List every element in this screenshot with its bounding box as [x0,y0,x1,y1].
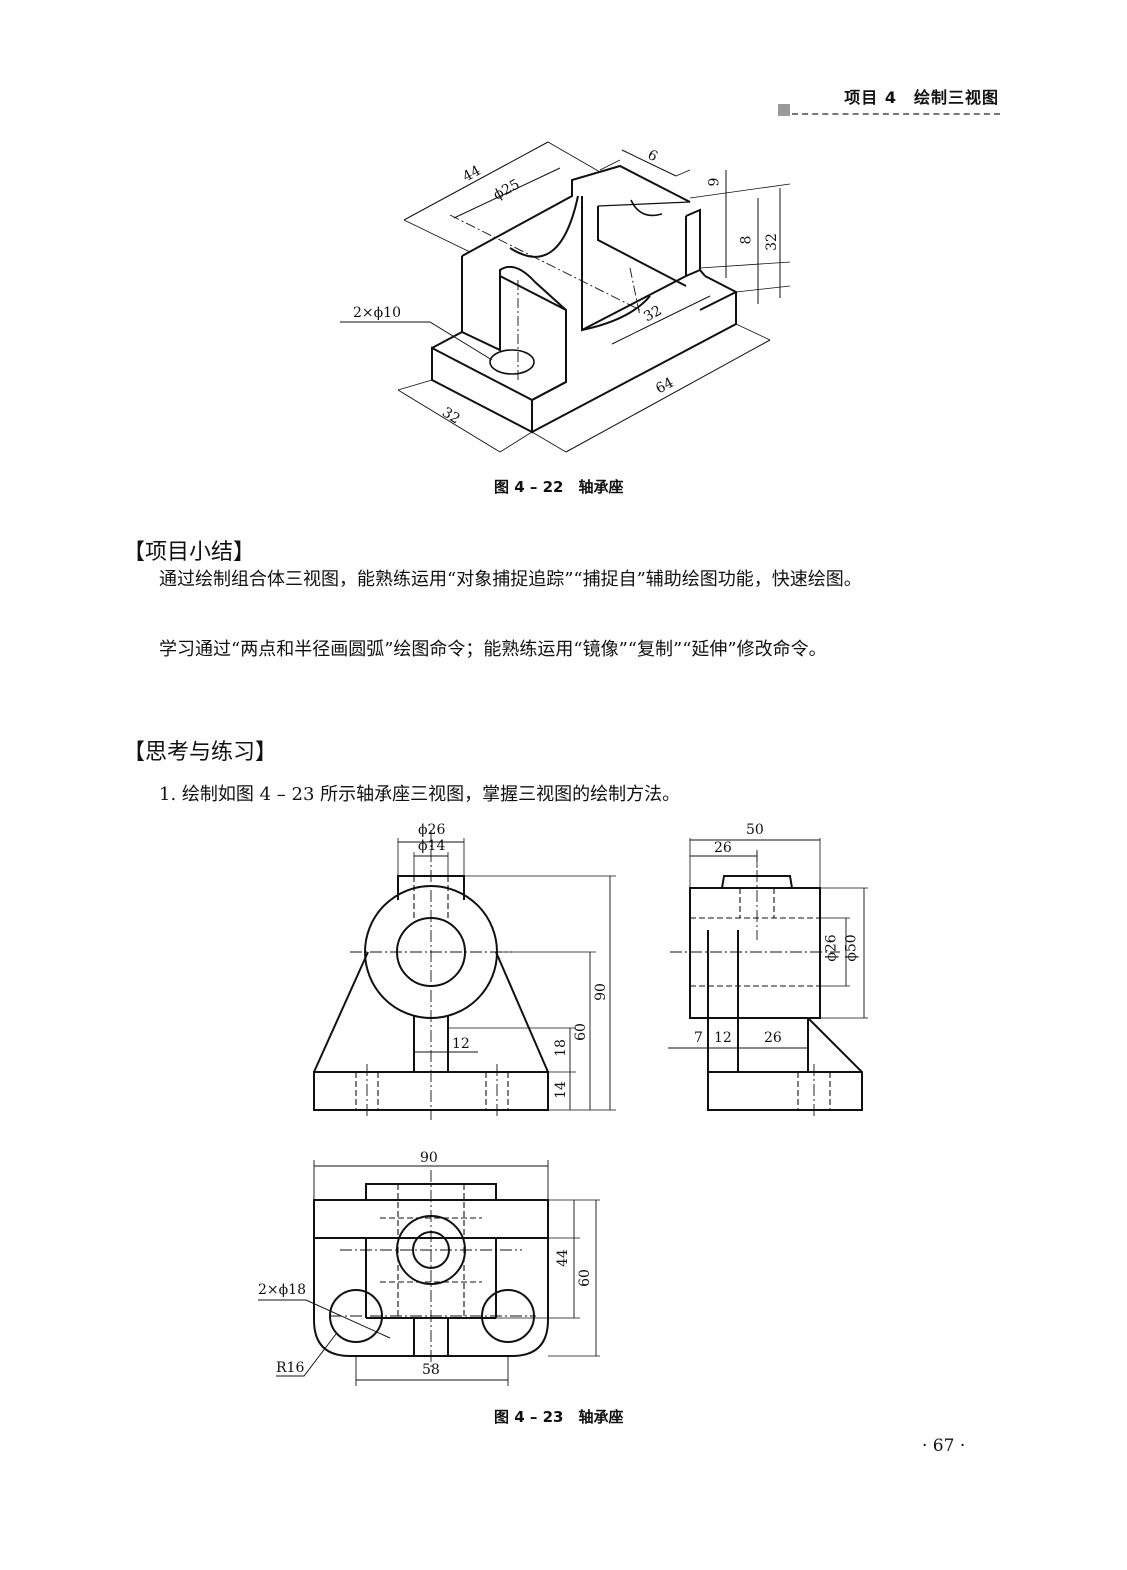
summary-paragraph-2: 学习通过“两点和半径画圆弧”绘图命令；能熟练运用“镜像”“复制”“延伸”修改命令… [159,639,827,660]
front-dim-60: 60 [572,1023,589,1041]
side-dim-phi50: ϕ50 [843,934,860,962]
header-marker [778,104,790,116]
summary-heading: 【项目小结】 [123,540,256,565]
top-view [258,1160,600,1386]
page-number: · 67 · [922,1436,966,1456]
header-dashed-line [792,113,1000,115]
side-dim-50: 50 [746,822,764,838]
front-dim-18: 18 [552,1039,569,1057]
header-rule [778,104,1000,116]
top-dim-60: 60 [576,1269,593,1287]
side-dim-26: 26 [714,840,732,856]
figure-4-23-caption: 图 4 – 23 轴承座 [494,1408,624,1426]
summary-paragraph-1: 通过绘制组合体三视图，能熟练运用“对象捕捉追踪”“捕捉自”辅助绘图功能，快速绘图… [159,569,862,590]
front-dim-90: 90 [592,983,609,1001]
top-dim-58: 58 [422,1362,440,1378]
front-dim-12: 12 [452,1036,470,1052]
top-dim-90: 90 [420,1150,438,1166]
side-dim-phi26: ϕ26 [823,934,840,962]
exercise-heading: 【思考与练习】 [123,740,278,765]
figure-4-22-caption: 图 4 – 22 轴承座 [494,478,624,496]
top-dim-44: 44 [554,1249,571,1267]
side-dim-7: 7 [694,1030,703,1046]
dim-2x-phi10: 2×ϕ10 [353,305,401,321]
side-view [668,838,868,1118]
top-dim-r16: R16 [276,1360,305,1376]
side-dim-26b: 26 [764,1030,782,1046]
front-dim-phi14: ϕ14 [418,838,446,854]
running-header: 项目 4 绘制三视图 [844,88,999,107]
front-view [313,830,616,1120]
front-dim-phi26: ϕ26 [418,822,446,838]
front-dim-14: 14 [552,1081,569,1099]
exercise-question-1: 1. 绘制如图 4 – 23 所示轴承座三视图，掌握三视图的绘制方法。 [159,784,681,805]
top-dim-2x-phi18: 2×ϕ18 [258,1282,306,1298]
side-dim-12: 12 [714,1030,732,1046]
